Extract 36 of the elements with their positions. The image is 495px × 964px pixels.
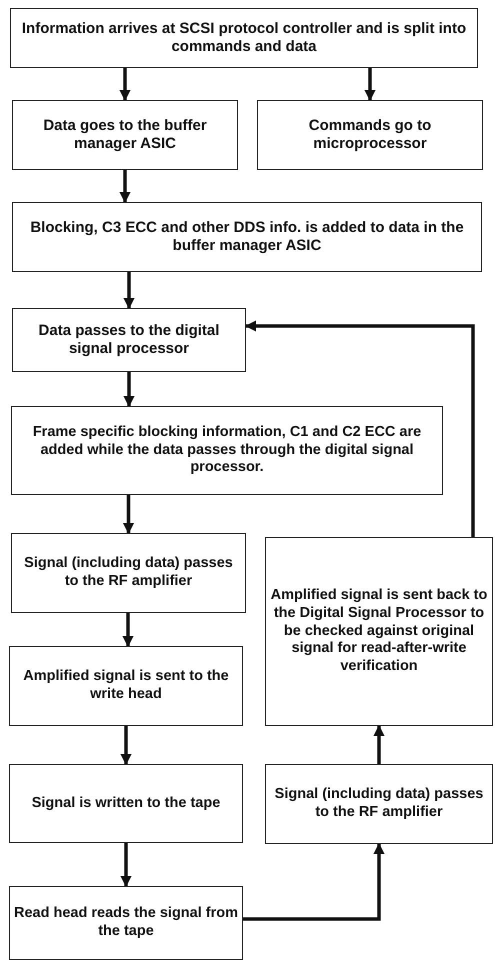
process-box bbox=[265, 764, 493, 844]
step-text: Commands go to microprocessor bbox=[308, 116, 432, 154]
process-box bbox=[12, 308, 246, 372]
process-box bbox=[9, 646, 243, 726]
step-text: Signal is written to the tape bbox=[32, 794, 220, 812]
arrow bbox=[244, 320, 475, 537]
arrow bbox=[119, 170, 131, 204]
step-text: Data goes to the buffer manager ASIC bbox=[42, 116, 208, 154]
process-box bbox=[265, 537, 493, 726]
arrow bbox=[364, 68, 376, 102]
step-text: Information arrives at SCSI protocol controller and is split into commands and data bbox=[20, 20, 468, 56]
arrow bbox=[119, 68, 131, 102]
arrow bbox=[123, 372, 135, 408]
process-box bbox=[9, 886, 243, 960]
step-text: Amplified signal is sent back to the Digital Signal Processor to be checked against original signal for read-after-write verification bbox=[270, 587, 488, 676]
process-box bbox=[12, 100, 238, 170]
step-text: Blocking, C3 ECC and other DDS info. is added to data in the buffer manager ASIC bbox=[29, 218, 465, 256]
process-box bbox=[12, 202, 482, 272]
arrow bbox=[123, 272, 135, 310]
step-text: Signal (including data) passes to the RF amplifier bbox=[23, 555, 234, 591]
step-text: Signal (including data) passes to the RF amplifier bbox=[274, 786, 484, 822]
arrow bbox=[373, 724, 385, 764]
process-box bbox=[11, 406, 443, 495]
step-text: Frame specific blocking information, C1 and C2 ECC are added while the data passes through the digital signal processor. bbox=[32, 424, 422, 478]
step-text: Read head reads the signal from the tape bbox=[14, 905, 238, 941]
process-box bbox=[11, 533, 246, 613]
arrow bbox=[122, 495, 134, 534]
process-box bbox=[257, 100, 483, 170]
arrow bbox=[120, 843, 132, 888]
process-box bbox=[9, 764, 243, 843]
arrow bbox=[243, 842, 385, 921]
step-text: Amplified signal is sent to the write head bbox=[22, 668, 230, 704]
arrow bbox=[120, 726, 132, 766]
process-box bbox=[10, 8, 478, 68]
arrow bbox=[122, 613, 134, 648]
step-text: Data passes to the digital signal processor bbox=[38, 322, 220, 358]
